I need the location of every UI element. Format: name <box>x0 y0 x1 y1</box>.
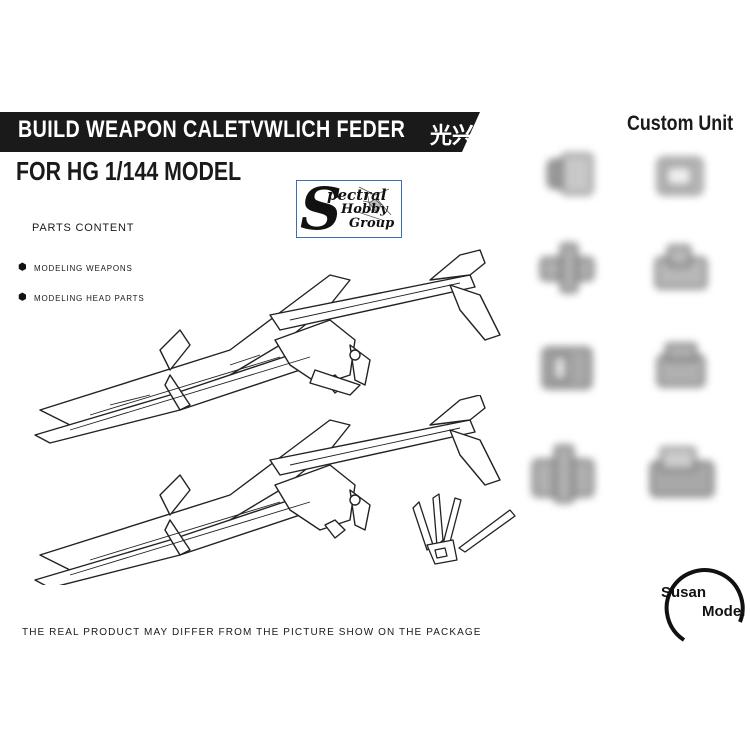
blurred-custom-unit-parts <box>648 238 718 303</box>
susan-model-logo: Susan Model <box>650 562 746 646</box>
blurred-custom-unit-parts <box>648 336 718 403</box>
title-glyph: 光兴 <box>430 124 475 149</box>
logo-line-1: pectral <box>327 186 387 204</box>
title-banner-shape <box>0 112 480 152</box>
blurred-custom-unit-parts <box>645 440 725 515</box>
product-title: BUILD WEAPON CALETVWLICH FEDER <box>18 116 406 143</box>
parts-item-label: MODELING HEAD PARTS <box>34 294 145 303</box>
brand-line-2: Model <box>702 603 746 620</box>
blurred-custom-unit-parts <box>540 148 610 208</box>
weapon-illustration <box>34 395 501 585</box>
product-subtitle: FOR HG 1/144 MODEL <box>16 156 242 186</box>
brand-line-1: Susan <box>661 584 707 601</box>
logo-initial: S <box>300 180 342 238</box>
parts-list-item: ⬢ MODELING WEAPONS <box>18 262 133 273</box>
disclaimer-text: THE REAL PRODUCT MAY DIFFER FROM THE PIC… <box>22 627 482 638</box>
hexagon-bullet-icon: ⬢ <box>18 262 28 273</box>
brand-ring-icon <box>664 568 745 642</box>
blurred-custom-unit-parts <box>525 440 605 515</box>
title-banner: BUILD WEAPON CALETVWLICH FEDER 光兴 <box>0 112 480 152</box>
hexagon-bullet-icon: ⬢ <box>18 292 28 303</box>
spectral-hobby-logo: S pectral Hobby Group <box>296 180 402 238</box>
custom-unit-label: Custom Unit <box>627 112 734 135</box>
logo-line-2: Hobby <box>341 202 388 217</box>
head-parts-illustration <box>412 493 516 565</box>
logo-line-3: Group <box>349 216 395 231</box>
parts-content-heading: PARTS CONTENT <box>32 222 135 234</box>
blurred-custom-unit-parts <box>535 336 605 403</box>
blurred-custom-unit-parts <box>648 150 718 210</box>
weapon-illustration <box>34 249 501 444</box>
blurred-custom-unit-parts <box>535 238 605 303</box>
parts-list-item: ⬢ MODELING HEAD PARTS <box>18 292 145 303</box>
logo-robot-sketch <box>354 186 392 222</box>
parts-item-label: MODELING WEAPONS <box>34 264 133 273</box>
